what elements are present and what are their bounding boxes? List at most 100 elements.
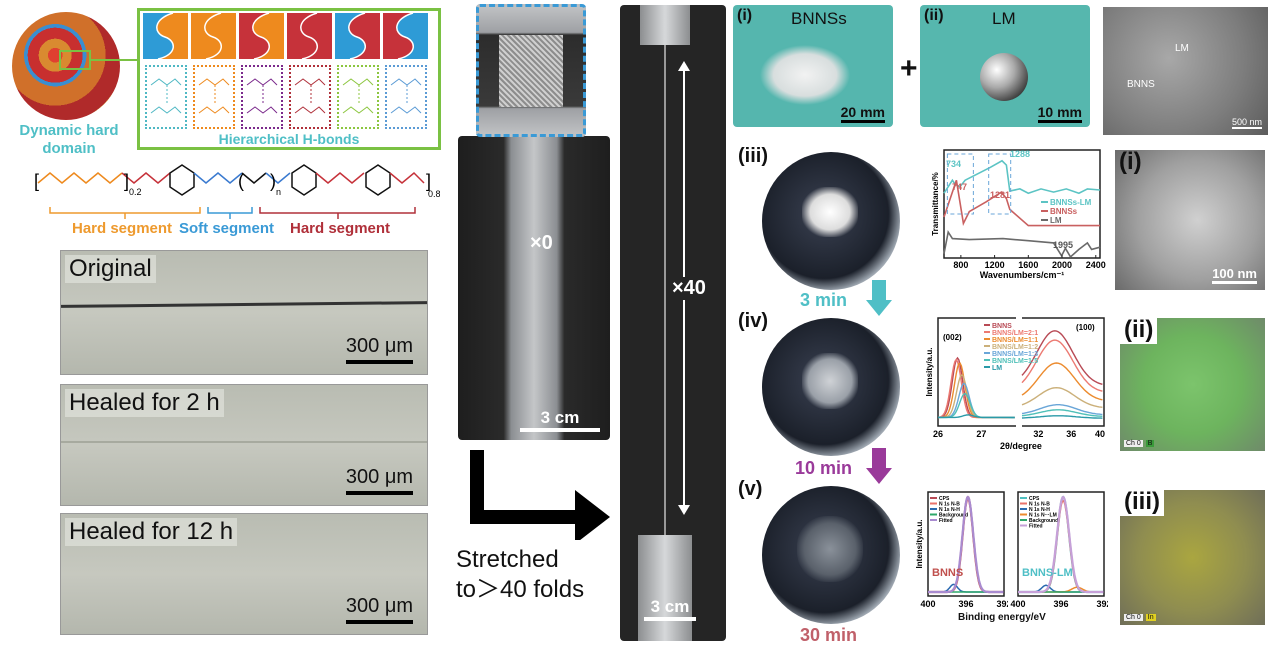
legend-entry: Fitted (939, 518, 953, 524)
svg-text:): ) (270, 171, 276, 191)
lm-droplet-photo: (ii) LM 10 mm (920, 5, 1090, 127)
peak-annotation: 1281 (990, 190, 1010, 200)
hard-segment-label-1: Hard segment (72, 220, 173, 237)
subscript-n: n (276, 187, 281, 197)
hbond-motif-box (241, 65, 283, 129)
scale-bar: 300 μm (345, 595, 413, 624)
panel-label-i: (i) (737, 7, 753, 24)
highlight-box (988, 153, 1012, 215)
legend-entry: N 1s N-B (939, 502, 960, 508)
scale-bar-label: 300 μm (345, 595, 413, 617)
series-100-4 (1021, 403, 1103, 416)
panel-label-i: (i) (1119, 148, 1142, 175)
arrow-head-teal (866, 300, 892, 316)
peak-annotation: 734 (946, 159, 961, 169)
legend-entry: CPS (939, 496, 950, 502)
peak-annotation: 1288 (1010, 149, 1030, 159)
crack-line (60, 301, 428, 308)
x-tick-label: 32 (1033, 429, 1043, 439)
plot-frame (1017, 491, 1105, 597)
hbond-motif-box (385, 65, 427, 129)
tensile-photo-stretched: ×40 3 cm (620, 5, 726, 641)
axis-break (1016, 315, 1022, 429)
stretch-ratio-x40: ×40 (672, 277, 706, 300)
x-axis-label: 2θ/degree (1000, 441, 1042, 451)
legend-entry: LM (992, 365, 1002, 372)
x-tick-label: 40 (1095, 429, 1105, 439)
tensile-photo-unstretched: ×0 3 cm (458, 136, 610, 440)
mixture-photo-30min (762, 486, 900, 624)
caption-line-1: Stretched (456, 546, 559, 573)
sample-zoom-inset (476, 4, 586, 137)
xps-xlabel: Binding energy/eV (958, 612, 1046, 623)
scale-bar-3cm-2: 3 cm (644, 597, 696, 621)
l-arrow (470, 450, 610, 540)
sample-film (499, 35, 563, 107)
series-100-5 (1021, 409, 1103, 417)
y-axis-label: Transmittance/% (931, 172, 940, 236)
svg-text:]: ] (426, 171, 431, 191)
legend-entry: Background (939, 513, 968, 519)
hbond-tile (143, 13, 188, 59)
xrd-chart: BNNSBNNS/LM=2:1BNNS/LM=1:1BNNS/LM=1:2BNN… (925, 315, 1105, 451)
plot-frame (927, 491, 1005, 597)
clamp-bottom (638, 535, 692, 641)
hbond-tile (287, 13, 332, 59)
peak-annotation-100: (100) (1076, 323, 1095, 332)
time-10min: 10 min (795, 458, 853, 478)
sem-bnns-label: BNNS (1127, 79, 1155, 90)
micrograph-original: Original 300 μm (60, 250, 428, 375)
series-100-6 (1021, 415, 1103, 419)
scale-bar: 500 nm (1231, 117, 1262, 129)
bnns-powder-photo: (i) BNNSs 20 mm (733, 5, 893, 127)
legend-entry: BNNS/LM=1:3 (992, 351, 1038, 358)
series-100-0 (1021, 330, 1103, 385)
micrograph-healed-2h: Healed for 2 h 300 μm (60, 384, 428, 506)
xps-series-2 (928, 583, 1004, 593)
stretch-ratio-x0: ×0 (530, 232, 553, 254)
hbond-motif-box (289, 65, 331, 129)
peak-annotation: 747 (952, 182, 967, 192)
x-tick-label: 2000 (1052, 260, 1072, 270)
legend-entry: N 1s N···LM (1029, 513, 1057, 519)
x-tick-label: 392 (996, 599, 1008, 609)
svg-text:]: ] (124, 171, 129, 191)
soft-segment-label: Soft segment (179, 220, 275, 237)
hard-domain-sphere (12, 12, 120, 120)
legend-entry: BNNSs-LM (1050, 198, 1092, 207)
arrow-down-teal (872, 280, 886, 302)
legend-entry: Fitted (1029, 524, 1043, 530)
hbond-tile (335, 13, 380, 59)
caption-line-2: to＞40 folds (456, 576, 585, 603)
xps-series-5 (1018, 495, 1104, 594)
hbond-box-row (140, 61, 438, 133)
y-axis-label: Intensity/a.u. (925, 348, 934, 397)
x-tick-label: 1200 (985, 260, 1005, 270)
x-tick-label: 396 (1053, 599, 1068, 609)
bnns-name: BNNSs (791, 9, 847, 28)
series-line-lm (943, 229, 1101, 259)
plus-sign: + (900, 52, 918, 85)
y-axis-label: Intensity/a.u. (915, 520, 924, 569)
legend-entry: Background (1029, 518, 1058, 524)
hbond-tile (239, 13, 284, 59)
legend-entry: BNNS (992, 323, 1012, 330)
plot-frame (943, 149, 1101, 259)
scale-bar-3cm: 3 cm (520, 408, 600, 432)
x-tick-label: 392 (1096, 599, 1108, 609)
legend-entry: N 1s N-H (939, 507, 960, 513)
scale-bar: 100 nm (1212, 266, 1257, 284)
clamp-top (640, 5, 690, 45)
hbond-motif-box (193, 65, 235, 129)
hbonds-panel: Hierarchical H-bonds (137, 8, 441, 150)
mixture-photo-10min (762, 318, 900, 456)
series-line-bnnss (943, 179, 1100, 227)
panel-label-v: (v) (738, 478, 763, 500)
mixture-photo-3min (762, 152, 900, 290)
subscript-0-8: 0.8 (428, 189, 440, 199)
micrograph-label: Healed for 12 h (65, 518, 238, 546)
legend-entry: N 1s N-H (1029, 507, 1050, 513)
